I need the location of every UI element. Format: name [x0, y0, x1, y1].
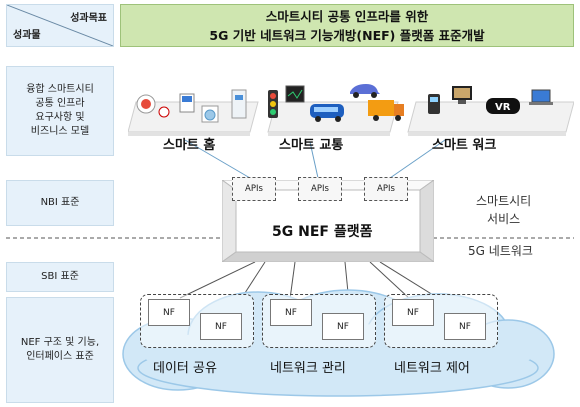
corner-top-label: 성과목표 — [70, 13, 107, 24]
category-smart-home: 스마트 홈 — [163, 138, 216, 153]
row-sbi-label: SBI 표준 — [6, 262, 114, 292]
row-nef-structure-label: NEF 구조 및 기능, 인터페이스 표준 — [6, 297, 114, 403]
category-smart-traffic: 스마트 교통 — [279, 138, 344, 153]
nf-box: NF — [270, 299, 312, 326]
washing-machine-icon — [201, 105, 219, 123]
nf-box: NF — [322, 313, 364, 340]
smart-traffic-icons — [268, 84, 404, 122]
api-box-traffic: APIs — [298, 177, 342, 201]
svg-text:VR: VR — [495, 102, 511, 113]
nf-group-label-network-control: 네트워크 제어 — [394, 361, 470, 376]
truck-icon — [368, 100, 404, 121]
monitor-icon — [285, 85, 305, 103]
nf-group-label-data-sharing: 데이터 공유 — [153, 361, 217, 376]
traffic-light-icon — [268, 90, 278, 118]
nf-group-label-network-management: 네트워크 관리 — [270, 361, 346, 376]
vr-headset-icon: VR — [486, 98, 520, 114]
smart-work-icons: VR — [428, 86, 553, 114]
5g-network-label: 5G 네트워크 — [468, 244, 533, 258]
card-reader-icon — [428, 94, 440, 114]
api-box-home: APIs — [232, 177, 276, 201]
page-title: 스마트시티 공통 인프라를 위한 5G 기반 네트워크 기능개방(NEF) 플랫… — [120, 4, 574, 47]
bus-icon — [310, 104, 344, 122]
fridge-icon — [231, 89, 247, 119]
corner-diagonal — [7, 5, 113, 46]
nef-platform-label: 5G NEF 플랫폼 — [272, 224, 373, 240]
nf-box: NF — [444, 313, 486, 340]
header-corner-cell: 성과목표 성과물 — [6, 4, 114, 47]
category-smart-work: 스마트 워크 — [432, 138, 497, 153]
smartcity-service-label: 스마트시티 서비스 — [476, 194, 532, 226]
tablet-icon — [179, 93, 195, 113]
thermostat-icon — [158, 106, 170, 118]
corner-bottom-label: 성과물 — [13, 30, 41, 41]
tablet-kiosk-icon — [452, 86, 472, 104]
row-nbi-label: NBI 표준 — [6, 180, 114, 226]
smart-home-icons — [136, 89, 247, 123]
car-icon — [350, 84, 380, 98]
nf-box: NF — [148, 299, 190, 326]
api-box-work: APIs — [364, 177, 408, 201]
nf-box: NF — [392, 299, 434, 326]
row-requirements-label: 융합 스마트시티 공통 인프라 요구사항 및 비즈니스 모델 — [6, 66, 114, 156]
gauge-icon — [136, 94, 156, 114]
laptop-icon — [529, 89, 553, 105]
nf-box: NF — [200, 313, 242, 340]
